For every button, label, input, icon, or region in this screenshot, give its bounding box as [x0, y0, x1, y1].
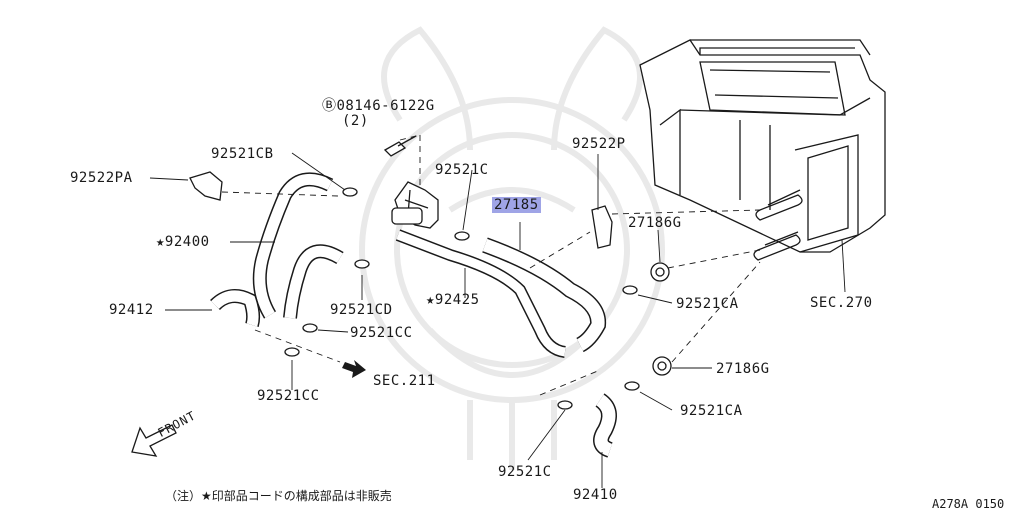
bolt	[383, 135, 417, 157]
label-92522pa: 92522PA	[70, 170, 133, 186]
clip-92522pa	[189, 171, 223, 201]
label-92521ca-bottom: 92521CA	[680, 403, 743, 419]
valve-bracket	[391, 181, 439, 229]
front-arrow	[131, 424, 177, 457]
label-92410: 92410	[573, 487, 618, 503]
label-92521cc-bottom: 92521CC	[257, 388, 320, 404]
label-bolt: Ⓑ08146-6122G	[322, 98, 435, 114]
leader-lines	[149, 152, 846, 488]
label-92400: ★92400	[156, 234, 210, 250]
clip-92522p	[591, 205, 613, 249]
label-92521c-bottom: 92521C	[498, 464, 552, 480]
label-92521cd: 92521CD	[330, 302, 393, 318]
label-92412: 92412	[109, 302, 154, 318]
label-92425: ★92425	[426, 292, 480, 308]
clamps	[284, 187, 640, 410]
label-27186g-bottom: 27186G	[716, 361, 770, 377]
label-92521cb: 92521CB	[211, 146, 274, 162]
label-92521c-top: 92521C	[435, 162, 489, 178]
label-92522p: 92522P	[572, 136, 626, 152]
label-sec211: SEC.211	[373, 373, 436, 389]
heater-unit	[639, 39, 886, 261]
dashed-guides	[221, 134, 761, 396]
label-27186g-top: 27186G	[628, 215, 682, 231]
label-sec270: SEC.270	[810, 295, 873, 311]
watermark-emblem	[359, 26, 665, 470]
diagram-code: A278A 0150	[932, 497, 1005, 511]
grommets	[650, 262, 672, 376]
label-92521ca-top: 92521CA	[676, 296, 739, 312]
label-27185[interactable]: 27185	[492, 197, 541, 213]
label-92521cc-right: 92521CC	[350, 325, 413, 341]
footnote: （注）★印部品コードの構成部品は非販売	[165, 489, 392, 503]
label-bolt-qty: (2)	[342, 113, 369, 129]
sec211-arrow	[342, 360, 366, 378]
